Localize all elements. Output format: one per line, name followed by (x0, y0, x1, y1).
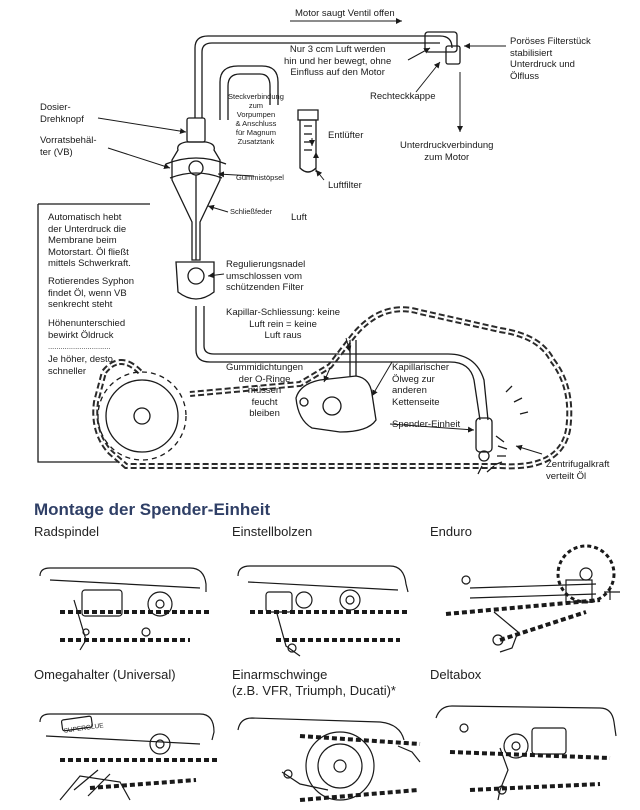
label-filterstueck: Poröses Filterstück stabilisiert Unterdr… (510, 36, 591, 82)
label-kapillar: Kapillar-Schliessung: keine Luft rein = … (226, 307, 341, 341)
label-gummistoepsel: Gummistöpsel (236, 173, 284, 182)
panel-title-einstellbolzen: Einstellbolzen (232, 524, 313, 539)
vorratsbehaelter (171, 141, 221, 261)
left-guide-line (37, 204, 120, 463)
label-vorratsbehaelter: Vorratsbehäl- ter (VB) (40, 135, 97, 158)
vacuum-hose (194, 35, 453, 118)
label-hoehenunterschied: Höhenunterschied bewirkt Öldruck (48, 318, 126, 341)
label-luft: Luft (291, 212, 307, 223)
panel-radspindel-drawing (39, 567, 210, 651)
sprocket-rear (97, 371, 187, 461)
label-spender: Spender-Einheit (392, 419, 461, 430)
label-dots: .............................. (48, 342, 111, 351)
superglue-label: SUPERGLUE (63, 722, 104, 735)
label-gummidichtungen: Gummidichtungen der O-Ringe müssen feuch… (226, 362, 304, 419)
panel-enduro-drawing (445, 544, 620, 653)
label-schliessfeder: Schließfeder (230, 207, 273, 216)
label-regulierungsnadel: Regulierungsnadel umschlossen vom schütz… (226, 259, 306, 293)
label-je-hoeher: Je höher, desto schneller (48, 354, 113, 377)
panel-title-deltabox: Deltabox (430, 667, 482, 682)
label-zentrifugal: Zentrifugalkraft verteilt Öl (546, 459, 610, 482)
label-dosier: Dosier- Drehknopf (40, 102, 84, 125)
panel-omegahalter-drawing (39, 713, 220, 801)
luftfilter-element (299, 119, 317, 173)
panel-deltabox-drawing (435, 705, 617, 801)
panel-title-einarmschwinge: Einarmschwinge (z.B. VFR, Triumph, Ducat… (232, 667, 396, 698)
panel-title-radspindel: Radspindel (34, 524, 100, 539)
label-entluefter: Entlüfter (328, 130, 364, 141)
section-title: Montage der Spender-Einheit (34, 500, 271, 519)
label-unterdruckverbindung: Unterdruckverbindung zum Motor (400, 140, 494, 163)
label-motor-saugt: Motor saugt Ventil offen (295, 8, 395, 19)
inner-hose (219, 65, 279, 120)
rechteckkappe-valve (424, 31, 458, 53)
label-luftfilter: Luftfilter (328, 180, 362, 191)
label-kapillarischer: Kapillarischer Ölweg zur anderen Kettens… (392, 362, 450, 408)
label-rotierendes: Rotierendes Syphon findet Öl, wenn VB se… (48, 276, 135, 310)
panel-title-enduro: Enduro (430, 524, 472, 539)
label-steckverbindung: Steckverbindung zum Vorpumpen & Anschlus… (228, 92, 284, 146)
regulierungsnadel-housing (175, 261, 215, 300)
panel-title-omegahalter: Omegahalter (Universal) (34, 667, 176, 682)
panel-einarmschwinge-drawing (237, 717, 421, 802)
label-rechteckkappe: Rechteckkappe (370, 91, 436, 102)
label-automatisch: Automatisch hebt der Unterdruck die Memb… (48, 212, 131, 269)
spender-einheit (475, 417, 493, 453)
hub (295, 375, 377, 433)
panel-einstellbolzen-drawing (237, 565, 410, 657)
label-luft-werden: Nur 3 ccm Luft werden hin und her bewegt… (284, 44, 392, 78)
dosier-drehknopf (186, 117, 206, 143)
